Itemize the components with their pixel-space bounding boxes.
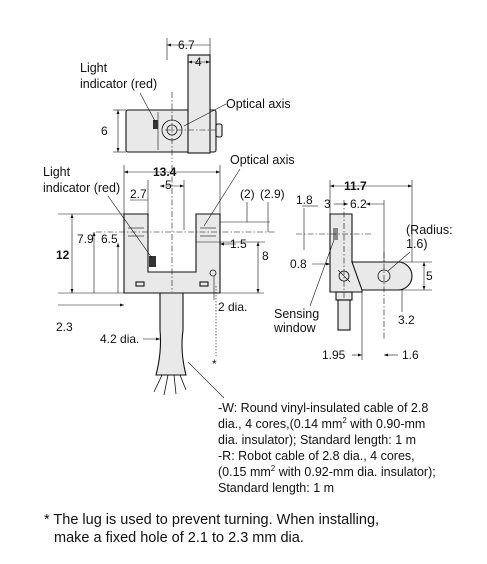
side-view-cable: [337, 299, 351, 331]
cable-w-line-2a: dia., 4 cores,(0.14 mm: [218, 417, 342, 431]
front-mount-hole: [209, 269, 217, 277]
cable-r-superscript: 2: [271, 464, 276, 473]
cable-r-line-2a: (0.15 mm: [218, 465, 271, 479]
top-light-indicator-label-1: Light: [80, 61, 108, 75]
dim-6-5-label: 6.5: [101, 232, 118, 246]
top-light-indicator-label-2: indicator (red): [80, 77, 157, 91]
cable-note-leader: [187, 361, 225, 399]
footnote-line-2: make a fixed hole of 2.1 to 2.3 mm dia.: [54, 530, 304, 546]
dim-4-label: 4: [195, 55, 202, 69]
radius-label-1: (Radius:: [406, 223, 453, 237]
front-cable: [155, 292, 187, 376]
leader-line: [309, 239, 335, 307]
dim-6-2-label: 6.2: [350, 197, 367, 211]
dim-2-3-label: 2.3: [56, 320, 73, 334]
dim-11-7-label: 11.7: [344, 179, 367, 193]
front-view: 13.4 5 2.7 12 7.9 6.5 (2) (2.9) 1.5 8 2: [43, 153, 295, 396]
dim-7-9-label: 7.9: [77, 232, 94, 246]
leader-line: [203, 168, 241, 227]
side-view-mount-hole: [377, 269, 391, 283]
radius-label-2: 1.6): [406, 237, 428, 251]
cable-note: -W: Round vinyl-insulated cable of 2.8 d…: [187, 361, 436, 495]
dim-1-95-label: 1.95: [322, 348, 346, 362]
leader-line: [387, 251, 411, 272]
dim-12-label: 12: [56, 248, 70, 262]
cable-r-line-3: Standard length: 1 m: [218, 481, 334, 495]
front-light-indicator-label-2: indicator (red): [43, 181, 120, 195]
front-view-housing: [123, 213, 221, 294]
cable-r-line-1: -R: Robot cable of 2.8 dia., 4 cores,: [218, 449, 415, 463]
cable-w-line-1: -W: Round vinyl-insulated cable of 2.8: [218, 401, 428, 415]
dim-0-8-label: 0.8: [290, 257, 307, 271]
front-optical-axis-label: Optical axis: [230, 153, 295, 167]
dim-6-7-label: 6.7: [178, 38, 195, 52]
front-cable-wires: [153, 374, 187, 396]
dim-13-4-label: 13.4: [153, 165, 177, 179]
dim-8-label: 8: [262, 249, 269, 263]
dim-1-6-label: 1.6: [402, 348, 419, 362]
asterisk-mark: *: [212, 357, 217, 371]
sensing-window-label-2: window: [273, 321, 317, 335]
dim-2-9-label: (2.9): [260, 187, 285, 201]
side-view: 11.7 1.8 3 6.2 (Radius: 1.6) 0.8 5 3.2 S…: [273, 179, 453, 362]
top-view-emitter-arm: [187, 54, 211, 154]
dim-2-label: (2): [240, 187, 255, 201]
footnote-line-1: * The lug is used to prevent turning. Wh…: [44, 512, 379, 528]
dim-2dia-label: 2 dia.: [218, 300, 247, 314]
sensing-window-label-1: Sensing: [274, 307, 319, 321]
cable-w-line-2b: with 0.90-mm: [347, 417, 426, 431]
dim-1-8-label: 1.8: [296, 193, 313, 207]
top-optical-axis-label: Optical axis: [226, 97, 291, 111]
side-view-mount-tab: [351, 261, 413, 291]
cable-r-line-2b: with 0.92-mm dia. insulator);: [275, 465, 435, 479]
leader-line: [183, 103, 227, 127]
cable-w-superscript: 2: [342, 416, 347, 425]
front-light-indicator: [149, 256, 156, 267]
dim-3-2-label: 3.2: [398, 313, 415, 327]
dim-3-label: 3: [324, 197, 331, 211]
dim-1-5-label: 1.5: [230, 237, 247, 251]
dim-5-side-label: 5: [426, 269, 433, 283]
dim-2-7-label: 2.7: [130, 187, 147, 201]
cable-r-line-2: (0.15 mm2 with 0.92-mm dia. insulator);: [218, 464, 436, 479]
cable-w-line-2: dia., 4 cores,(0.14 mm2 with 0.90-mm: [218, 416, 425, 431]
dim-6-label: 6: [101, 124, 108, 138]
front-light-indicator-label-1: Light: [43, 165, 71, 179]
front-foot-right: [199, 281, 209, 287]
top-view: 6.7 4 6 Light indicator (red) Optical ax…: [80, 38, 291, 162]
leader-line: [107, 195, 153, 259]
footnote: * The lug is used to prevent turning. Wh…: [44, 512, 379, 546]
top-view-light-indicator: [153, 120, 158, 129]
front-foot-left: [135, 281, 145, 287]
top-view-lug: [215, 123, 223, 138]
dim-4-2dia-label: 4.2 dia.: [100, 332, 139, 346]
leader-line: [139, 92, 156, 122]
dim-5-label: 5: [165, 178, 172, 192]
cable-w-line-3: dia. insulator); Standard length: 1 m: [218, 433, 416, 447]
side-view-screw-mark: [337, 269, 351, 283]
